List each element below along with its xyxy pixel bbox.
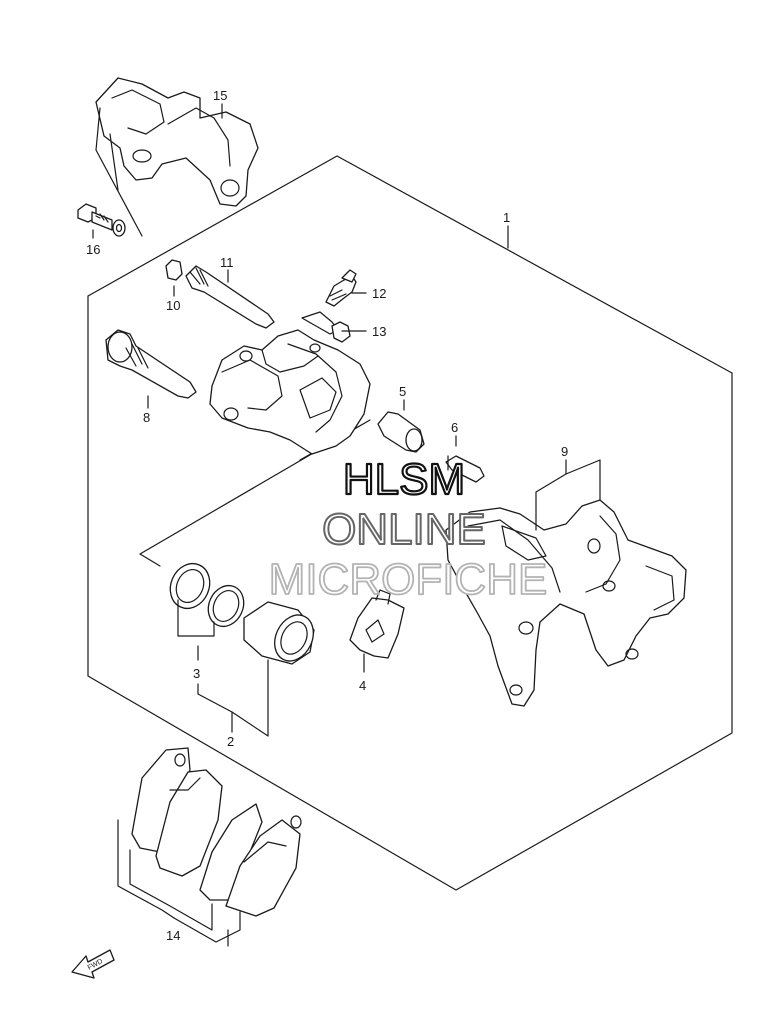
callout-11: 11 xyxy=(220,255,234,270)
callout-12: 12 xyxy=(372,286,386,301)
callout-16: 16 xyxy=(86,242,100,257)
callout-8: 8 xyxy=(143,410,150,425)
bleeder-screw-part-12 xyxy=(325,269,357,307)
leader-lines xyxy=(92,103,601,947)
callout-4: 4 xyxy=(359,678,366,693)
callout-1: 1 xyxy=(503,210,510,225)
bleeder-cap-part-10 xyxy=(165,259,183,281)
slide-pin-part-8 xyxy=(105,329,197,399)
clip-part-13 xyxy=(301,311,351,343)
callout-10: 10 xyxy=(166,298,180,313)
callout-numbers: 15 16 1 11 10 12 13 8 5 6 9 3 2 4 14 xyxy=(86,88,568,943)
callout-3: 3 xyxy=(193,666,200,681)
brake-pads-part-14 xyxy=(131,747,302,917)
watermark-line-3: MICROFICHE xyxy=(269,555,548,604)
caliper-body xyxy=(209,329,371,455)
caliper-bracket-part-15 xyxy=(95,77,259,237)
callout-9: 9 xyxy=(561,444,568,459)
pin-part-6 xyxy=(445,455,485,483)
forward-direction-arrow: FWD xyxy=(71,949,115,979)
pad-spring-part-4 xyxy=(349,589,405,659)
callout-5: 5 xyxy=(399,384,406,399)
piston-part-2 xyxy=(243,601,315,665)
callout-13: 13 xyxy=(372,324,386,339)
slide-pin-part-11 xyxy=(185,265,275,329)
bolt-part-16 xyxy=(77,203,126,237)
sleeve-part-5 xyxy=(377,411,425,453)
callout-6: 6 xyxy=(451,420,458,435)
watermark-line-1: HLSM xyxy=(343,455,465,504)
watermark: HLSM ONLINE MICROFICHE xyxy=(268,454,548,605)
caliper-holder-part-9 xyxy=(445,499,687,707)
callout-15: 15 xyxy=(213,88,227,103)
piston-seals-part-3 xyxy=(169,562,245,628)
watermark-line-2: ONLINE xyxy=(322,505,486,554)
callout-14: 14 xyxy=(166,928,180,943)
callout-2: 2 xyxy=(227,734,234,749)
